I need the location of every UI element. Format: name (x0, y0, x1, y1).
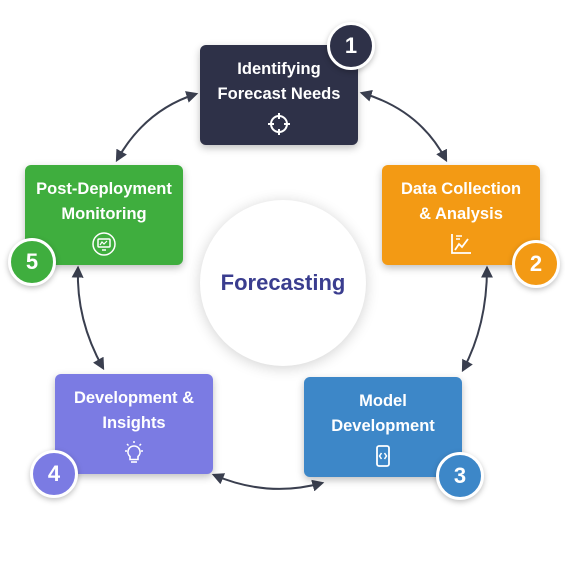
step-3-title-line2: Development (331, 417, 435, 435)
step-1-card: Identifying Forecast Needs (200, 45, 358, 145)
code-device-icon (376, 445, 390, 467)
lightbulb-icon (125, 441, 143, 463)
arrow-1-2 (359, 89, 448, 163)
step-2-card: Data Collection & Analysis (382, 165, 540, 265)
chart-icon (451, 234, 471, 254)
arrow-2-3 (461, 265, 493, 373)
step-2-title-line2: & Analysis (419, 205, 503, 223)
center-label: Forecasting (220, 270, 346, 295)
step-5-badge: 5 (8, 238, 56, 286)
step-1-badge: 1 (327, 22, 375, 70)
step-5-title-line1: Post-Deployment (36, 180, 172, 198)
arrow-5-1 (115, 91, 199, 163)
step-1-title-line2: Forecast Needs (217, 85, 341, 103)
step-3-badge: 3 (436, 452, 484, 500)
step-3-title-line1: Model (359, 392, 407, 410)
monitor-icon (92, 232, 116, 256)
step-4-title-line1: Development & (73, 389, 195, 407)
step-5-title-line2: Monitoring (61, 205, 147, 223)
step-3-card: Model Development (304, 377, 462, 477)
center-circle: Forecasting (200, 200, 366, 366)
step-2-badge: 2 (512, 240, 560, 288)
step-4-title-line2: Insights (102, 414, 166, 432)
step-1-title-line1: Identifying (237, 60, 321, 78)
crosshair-icon (268, 113, 290, 135)
step-2-title-line1: Data Collection (400, 180, 522, 198)
arrow-3-4 (211, 473, 325, 492)
arrow-4-5 (71, 265, 105, 371)
step-4-card: Development & Insights (55, 374, 213, 474)
step-4-badge: 4 (30, 450, 78, 498)
